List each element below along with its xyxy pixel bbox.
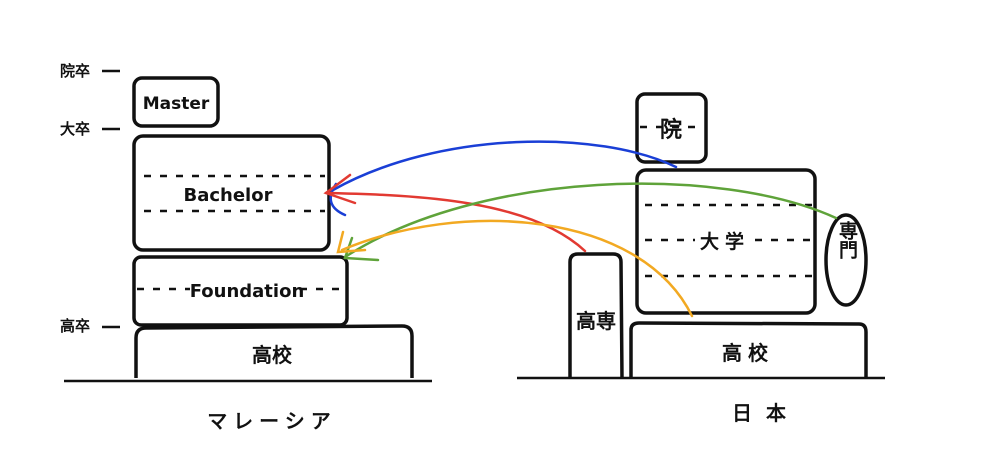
arrowhead-green <box>343 236 380 262</box>
arrow-high-school-to-foundation <box>340 219 694 318</box>
university-box <box>635 168 817 315</box>
university-label: 大学 <box>700 230 750 253</box>
master-label: Master <box>143 94 210 114</box>
japan-title: 日本 <box>732 401 800 425</box>
high-school-box <box>134 324 414 378</box>
arrowhead-orange <box>336 230 367 254</box>
jp-high-school-box <box>629 321 868 378</box>
master-box <box>132 76 220 128</box>
arrow-vocational-to-foundation <box>343 182 838 259</box>
malaysia-side: 院卒 大卒 高卒 Master Bachelor Foundation 高校 マ… <box>60 62 432 433</box>
foundation-label: Foundation <box>190 281 305 302</box>
level-label-high-school: 高卒 <box>60 317 90 335</box>
technical-college-label: 高専 <box>576 309 616 333</box>
level-label-graduate: 院卒 <box>60 62 90 80</box>
technical-college-box <box>568 252 624 379</box>
japan-side: 院 大学 専門 高専 高校 日本 <box>517 92 885 425</box>
arrow-graduate-to-bachelor <box>331 140 678 192</box>
arrowhead-red <box>323 173 357 205</box>
transfer-arrows <box>323 140 838 318</box>
malaysia-title: マレーシア <box>207 409 337 433</box>
graduate-school-box <box>635 92 708 164</box>
bachelor-label: Bachelor <box>184 185 273 206</box>
jp-high-school-label: 高校 <box>722 341 774 365</box>
level-label-university: 大卒 <box>60 120 90 138</box>
high-school-label: 高校 <box>252 343 293 367</box>
vocational-school-ellipse <box>824 213 868 307</box>
foundation-box <box>132 255 349 327</box>
vocational-school-label: 専門 <box>836 221 858 259</box>
graduate-school-label: 院 <box>660 117 682 143</box>
